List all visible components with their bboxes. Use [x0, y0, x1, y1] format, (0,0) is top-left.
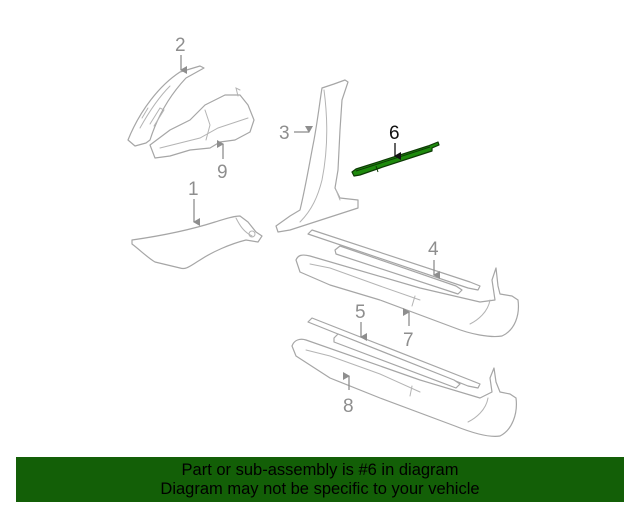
svg-text:3: 3: [279, 123, 290, 144]
svg-text:1: 1: [188, 179, 199, 200]
part-9-trim-panel[interactable]: [149, 87, 255, 159]
part-5-8-sill-assembly[interactable]: [291, 317, 517, 437]
callout-4[interactable]: 4: [428, 239, 440, 279]
svg-text:8: 8: [343, 396, 354, 417]
part-info-banner: Part or sub-assembly is #6 in diagram Di…: [16, 457, 624, 502]
callout-9[interactable]: 9: [217, 140, 228, 183]
callout-8[interactable]: 8: [343, 372, 354, 417]
part-3-b-pillar[interactable]: [275, 79, 359, 233]
part-1-lower-trim[interactable]: [131, 215, 263, 270]
callout-1[interactable]: 1: [188, 179, 200, 226]
banner-line-part-number: Part or sub-assembly is #6 in diagram: [181, 461, 459, 479]
parts-diagram: 2 9 1 3 6 4 7 5 8: [127, 35, 520, 437]
banner-line-disclaimer: Diagram may not be specific to your vehi…: [160, 480, 480, 498]
svg-text:7: 7: [403, 330, 414, 351]
svg-text:6: 6: [389, 123, 400, 144]
svg-text:4: 4: [428, 239, 439, 260]
svg-text:5: 5: [355, 302, 366, 323]
svg-text:9: 9: [217, 162, 228, 183]
callout-2[interactable]: 2: [175, 35, 187, 74]
svg-text:2: 2: [175, 35, 186, 56]
callout-7[interactable]: 7: [403, 308, 414, 351]
callout-6[interactable]: 6: [389, 123, 401, 160]
callout-3[interactable]: 3: [279, 123, 313, 144]
part-2-pillar-trim[interactable]: [127, 65, 205, 147]
callout-5[interactable]: 5: [355, 302, 367, 341]
part-4-7-sill-assembly[interactable]: [295, 229, 520, 338]
